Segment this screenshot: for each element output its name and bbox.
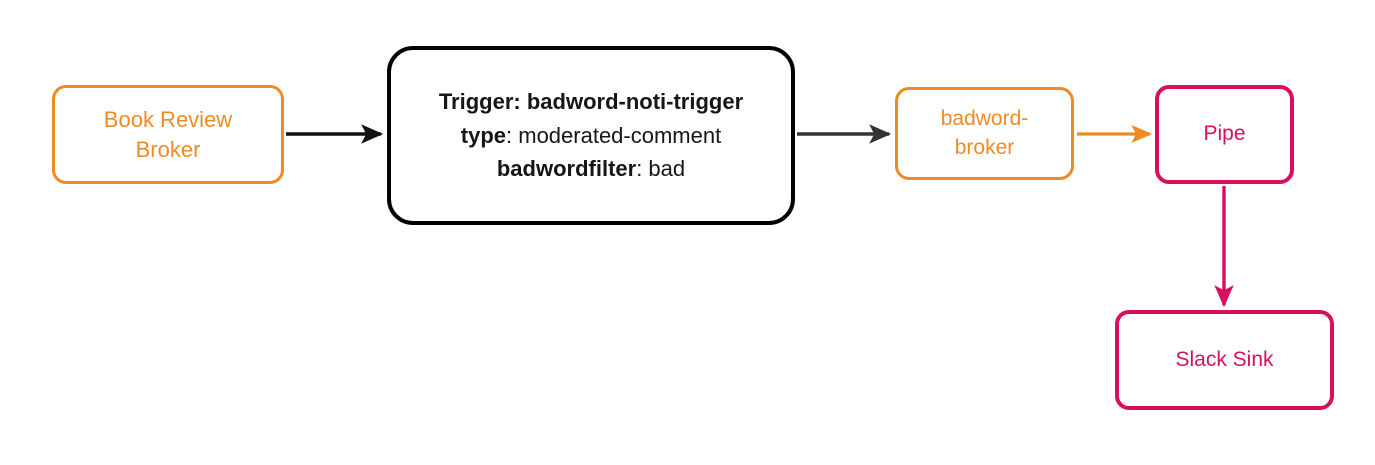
node-label-slack-sink: Slack Sink: [1175, 347, 1274, 371]
node-label-pipe: Pipe: [1203, 122, 1246, 146]
node-label-book-review-broker: Book Review Broker: [103, 106, 233, 162]
trigger-line-type: type: moderated-comment: [460, 122, 722, 148]
node-badword-broker[interactable]: badword- broker: [895, 87, 1074, 180]
node-label-badword-broker: badword- broker: [940, 107, 1029, 159]
node-book-review-broker[interactable]: Book Review Broker: [52, 85, 284, 184]
node-trigger[interactable]: Trigger: badword-noti-trigger type: mode…: [387, 46, 795, 225]
trigger-line-badwordfilter: badwordfilter: bad: [496, 156, 686, 182]
node-slack-sink[interactable]: Slack Sink: [1115, 310, 1334, 410]
node-pipe[interactable]: Pipe: [1155, 85, 1294, 184]
trigger-line-name: Trigger: badword-noti-trigger: [438, 89, 744, 115]
